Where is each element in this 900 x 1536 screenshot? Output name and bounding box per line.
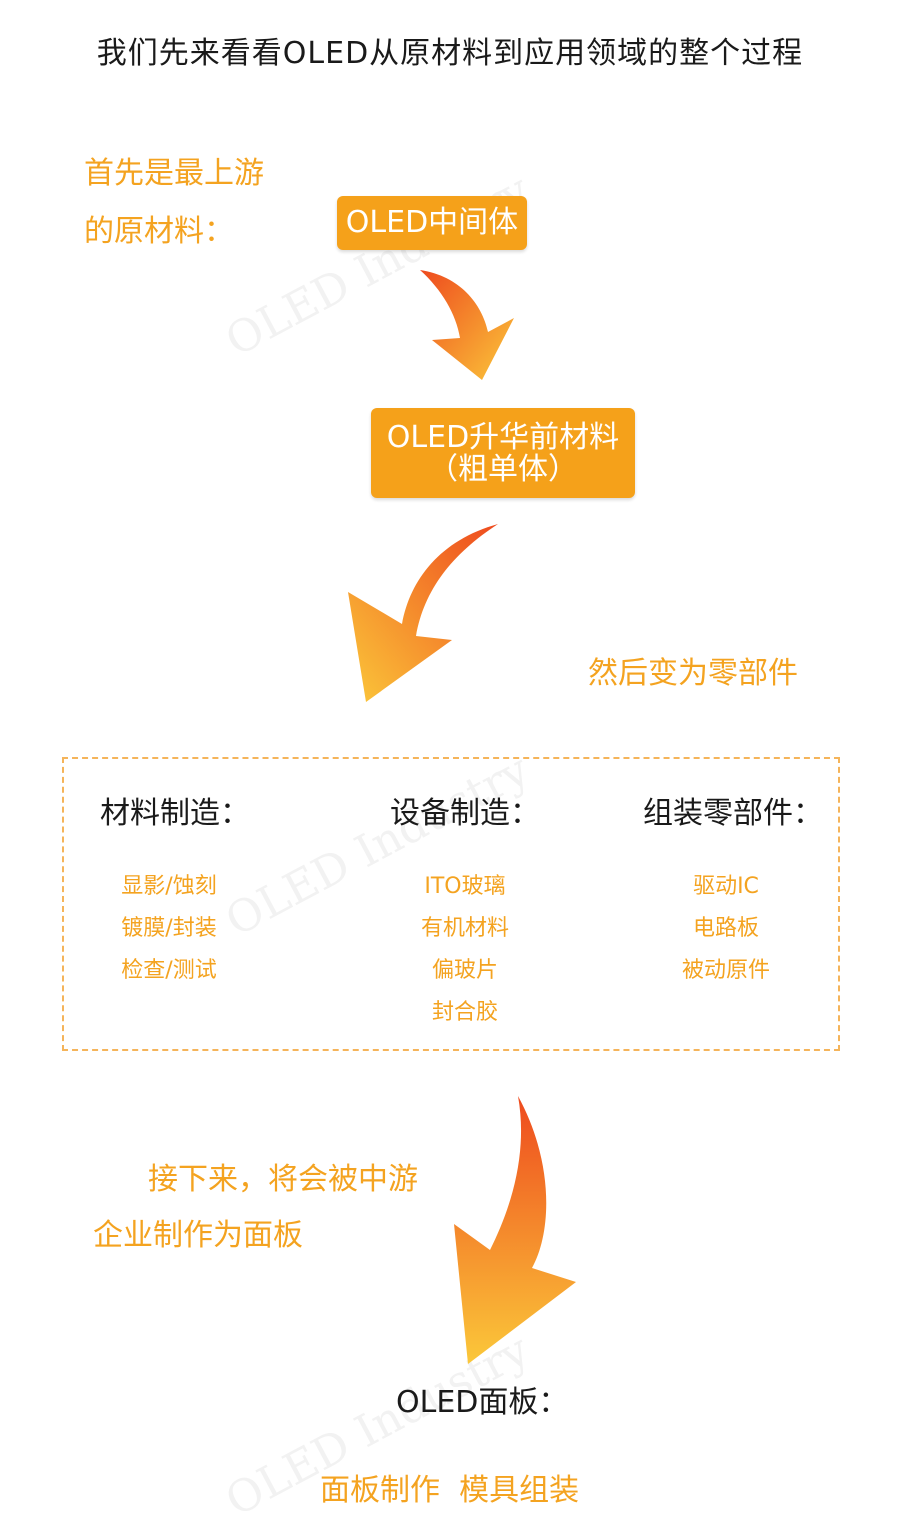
intro-text: 首先是最上游 的原材料：: [84, 145, 264, 261]
list-item: 电路板: [692, 916, 759, 941]
list-item: 驱动IC: [693, 874, 759, 899]
list-item: 检查/测试: [121, 958, 217, 983]
column-title-assembly: 组装零部件：: [643, 796, 823, 831]
list-item: 封合胶: [431, 1000, 498, 1025]
list-item: 显影/蚀刻: [121, 874, 217, 899]
list-item: 被动原件: [681, 958, 770, 983]
panel-title: OLED面板：: [396, 1385, 569, 1420]
intro-line-1: 首先是最上游: [84, 156, 264, 191]
column-title-materials: 材料制造：: [100, 796, 250, 831]
components-box: [62, 757, 840, 1051]
box-oled-intermediate: OLED中间体: [337, 196, 527, 250]
column-items-assembly: 驱动IC 电路板 被动原件: [656, 866, 796, 992]
arrow-down-right-icon: [420, 270, 514, 380]
next-text: 接下来，将会被中游 企业制作为面板: [93, 1152, 418, 1264]
column-items-materials: 显影/蚀刻 镀膜/封装 检查/测试: [100, 866, 238, 992]
arrow-down-icon: [454, 1096, 576, 1364]
box2-line-1: OLED升华前材料: [386, 420, 620, 455]
next-line-1: 接下来，将会被中游: [148, 1162, 418, 1197]
list-item: 镀膜/封装: [121, 916, 217, 941]
list-item: ITO玻璃: [424, 874, 506, 899]
panel-subtitle: 面板制作 模具组装: [320, 1473, 580, 1508]
arrow-down-left-icon: [348, 524, 498, 702]
then-text: 然后变为零部件: [588, 656, 798, 691]
list-item: 有机材料: [420, 916, 509, 941]
next-line-2: 企业制作为面板: [93, 1218, 303, 1253]
column-title-equipment: 设备制造：: [390, 796, 540, 831]
list-item: 偏玻片: [431, 958, 498, 983]
box-sublimation-material: OLED升华前材料 （粗单体）: [371, 408, 635, 498]
intro-line-2: 的原材料：: [84, 214, 234, 249]
column-items-equipment: ITO玻璃 有机材料 偏玻片 封合胶: [395, 866, 535, 1034]
box2-line-2: （粗单体）: [428, 452, 578, 487]
page-title: 我们先来看看OLED从原材料到应用领域的整个过程: [96, 36, 804, 71]
